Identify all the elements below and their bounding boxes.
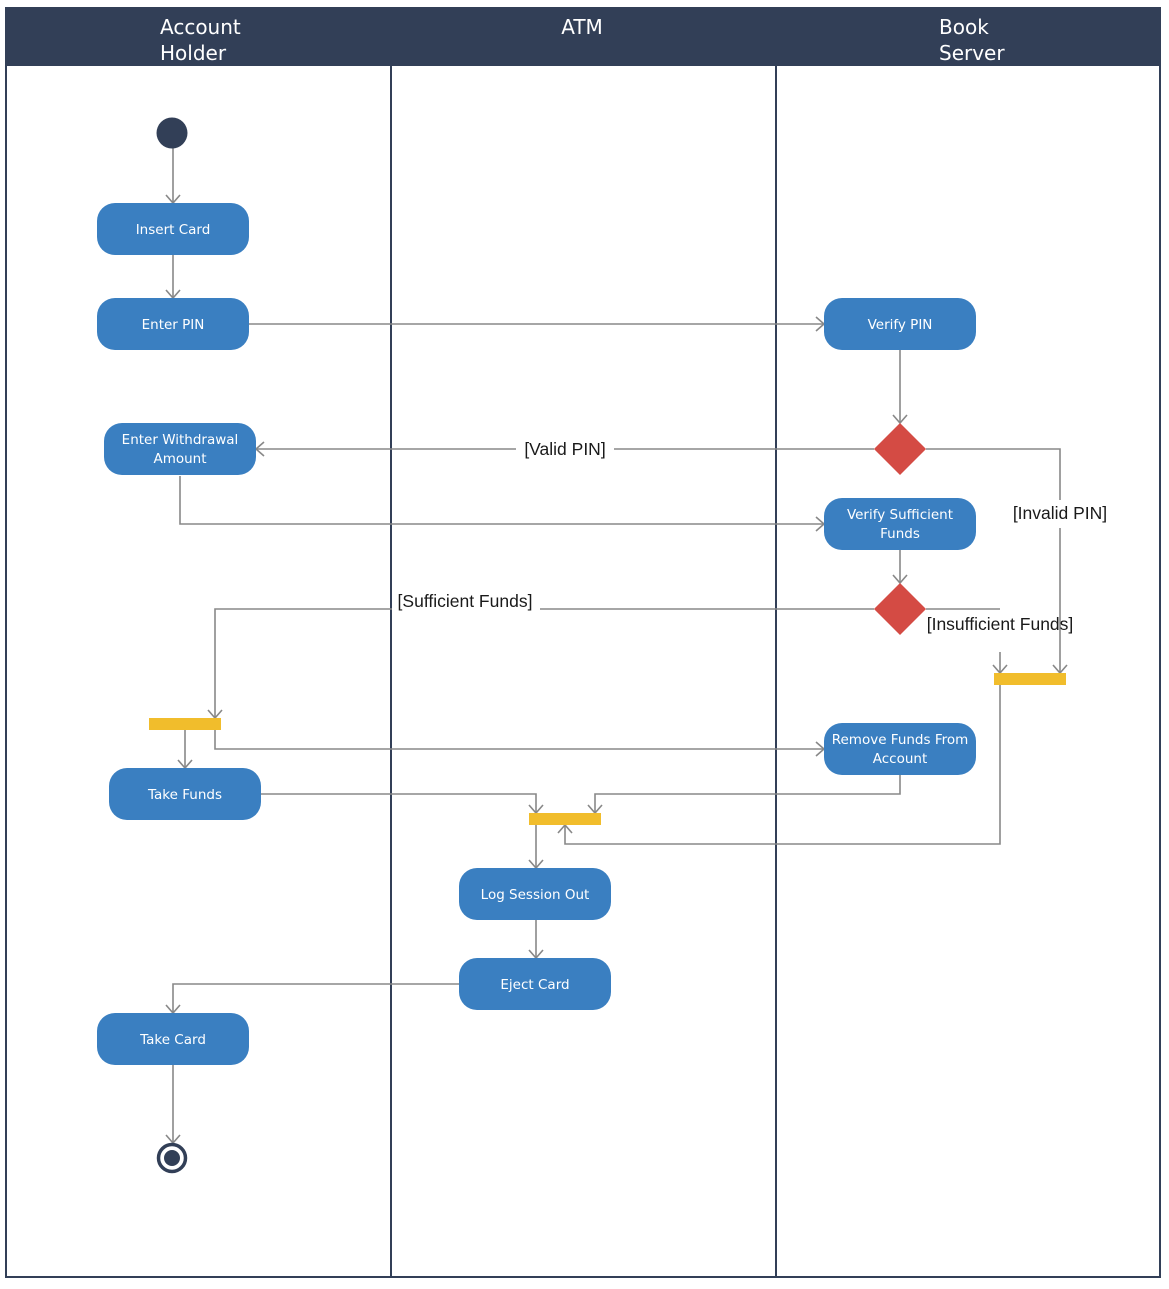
guard-valid-pin: [Valid PIN] [524,439,605,459]
action-label: Enter Withdrawal [122,432,239,448]
initial-node [156,117,188,149]
action-insert-card: Insert Card [97,203,249,255]
action-label: Account [873,751,928,767]
flow-take-funds-to-join [261,793,537,812]
action-log-session-out: Log Session Out [459,868,611,920]
action-enter-withdrawal-amount: Enter Withdrawal Amount [104,423,256,475]
lane-title-account-holder: Holder [160,41,227,65]
final-node [156,1142,188,1174]
flow-invalid-pin [926,448,1061,672]
flow-withdrawal-to-verify-funds [179,476,823,525]
action-verify-sufficient-funds: Verify Sufficient Funds [824,498,976,550]
guard-insufficient-funds: [Insufficient Funds] [927,614,1074,634]
lane-header-bar [6,8,1160,66]
action-eject-card: Eject Card [459,958,611,1010]
flow-eject-card-to-take-card [172,983,459,1012]
sufficient-fork-bar [149,718,221,730]
lane-title-account-holder: Account [160,15,241,39]
diagram-frame [5,7,1161,1278]
action-enter-pin: Enter PIN [97,298,249,350]
action-take-card: Take Card [97,1013,249,1065]
action-verify-pin: Verify PIN [824,298,976,350]
lane-title-atm: ATM [561,15,603,39]
action-label: Remove Funds From [832,732,969,748]
action-remove-funds: Remove Funds From Account [824,723,976,775]
flow-remove-funds-to-join [594,775,901,812]
connectors [172,148,1061,1142]
action-take-funds: Take Funds [109,768,261,820]
flow-insufficient-funds [926,608,1001,672]
flow-invalid-join-to-end-join [564,685,1001,845]
invalid-join-bar [994,673,1066,685]
end-join-bar [529,813,601,825]
flow-sufficient-funds [214,608,874,717]
guard-sufficient-funds: [Sufficient Funds] [398,591,533,611]
action-label: Take Card [139,1032,206,1048]
action-label: Insert Card [136,222,211,238]
action-label: Eject Card [500,977,569,993]
action-label: Funds [880,526,920,542]
flow-fork-to-remove-funds [214,729,823,750]
action-label: Verify Sufficient [847,507,953,523]
action-label: Amount [153,451,206,467]
funds-decision-diamond [873,582,927,636]
lane-title-book-server: Server [939,41,1005,65]
lane-title-book-server: Book [939,15,989,39]
action-label: Enter PIN [142,317,205,333]
action-label: Verify PIN [868,317,933,333]
action-label: Take Funds [147,787,222,803]
guard-invalid-pin: [Invalid PIN] [1013,503,1107,523]
action-label: Log Session Out [481,887,590,903]
